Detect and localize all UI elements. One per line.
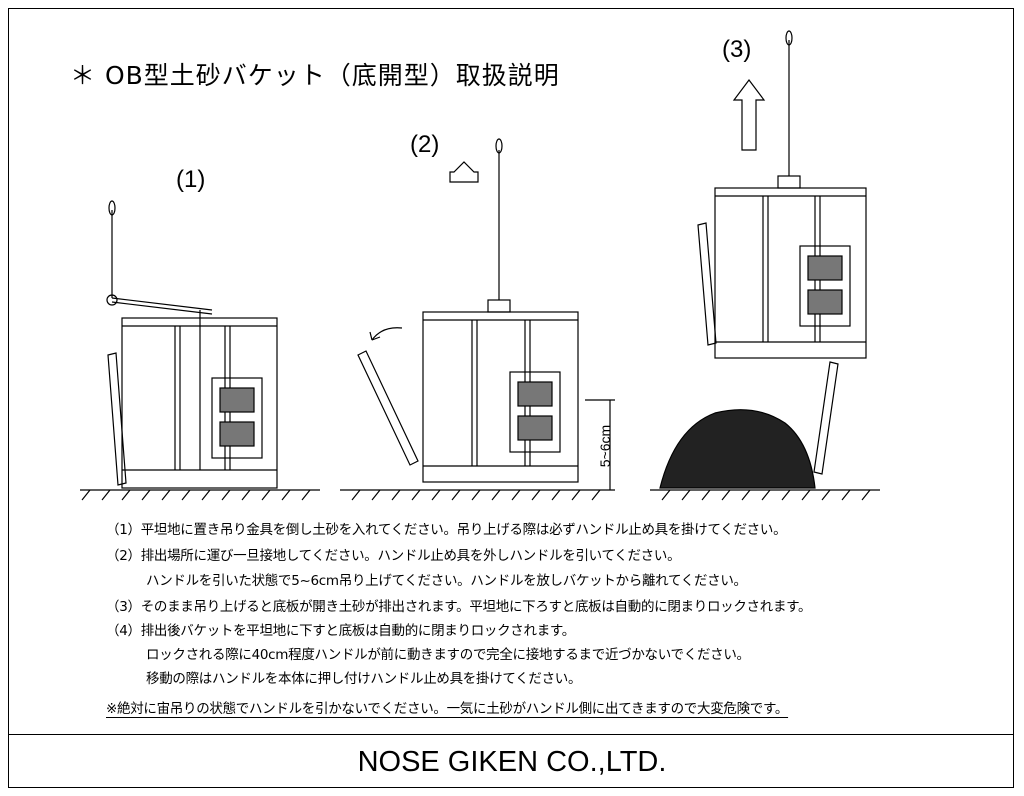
- instruction-line-2: （2）排出場所に運び一旦接地してください。ハンドル止め具を外しハンドルを引いてく…: [106, 548, 681, 564]
- instruction-line-1: （1）平坦地に置き吊り金具を倒し土砂を入れてください。吊り上げる際は必ずハンドル…: [106, 522, 787, 538]
- instruction-line-5: （4）排出後バケットを平坦地に下すと底板は自動的に閉まりロックされます。: [106, 623, 575, 639]
- ground-lines: [80, 489, 880, 501]
- bucket-3: [659, 30, 867, 489]
- instruction-line-7: 移動の際はハンドルを本体に押し付けハンドル止め具を掛けてください。: [146, 671, 582, 687]
- instruction-line-3: ハンドルを引いた状態で5~6cm吊り上げてください。ハンドルを放しバケットから離…: [146, 573, 747, 589]
- footer-divider: [8, 734, 1014, 735]
- instruction-line-4: （3）そのまま吊り上げると底板が開き土砂が排出されます。平坦地に下ろすと底板は自…: [106, 599, 812, 615]
- step-label-2: (2): [410, 131, 440, 158]
- step-label-3: (3): [722, 36, 752, 63]
- page-title: ＊ OB型土砂バケット（底開型）取扱説明: [70, 61, 560, 90]
- bucket-1: [106, 200, 278, 489]
- step-label-1: (1): [176, 166, 206, 193]
- instruction-line-6: ロックされる際に40cm程度ハンドルが前に動きますので完全に接地するまで近づかな…: [146, 647, 750, 663]
- document-frame: [8, 8, 1014, 788]
- bucket-2: [357, 138, 615, 490]
- warning-text: ※絶対に宙吊りの状態でハンドルを引かないでください。一気に土砂がハンドル側に出て…: [106, 701, 789, 717]
- company-name: NOSE GIKEN CO.,LTD.: [357, 746, 667, 778]
- soil-pile: [659, 409, 816, 489]
